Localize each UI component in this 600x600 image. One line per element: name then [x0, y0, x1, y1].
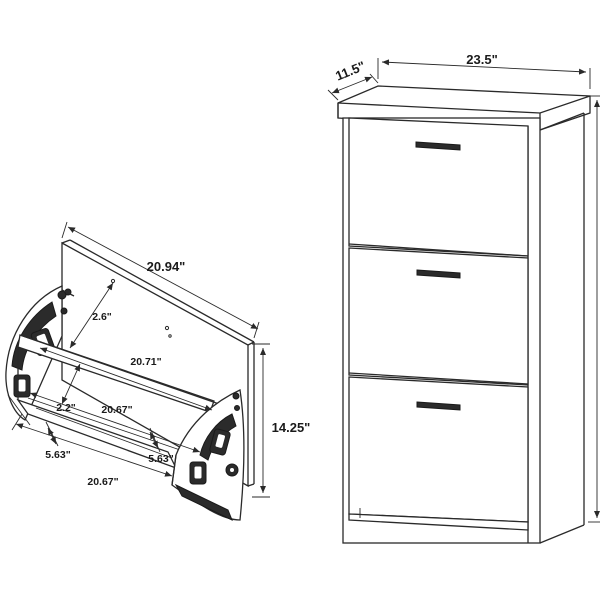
- dim-back-width-label: 20.94": [147, 259, 186, 274]
- dim-width-line: [381, 59, 587, 75]
- drawer-handle-top: [415, 141, 461, 151]
- dim-height-label: 14.25": [272, 420, 311, 435]
- drawer-front-middle: [348, 247, 529, 386]
- dim-depth-label: 11.5": [333, 58, 367, 83]
- dim-inner-depth-top-line: [69, 282, 114, 349]
- cabinet-plinth: [348, 513, 529, 531]
- drawer-front-top: [348, 117, 529, 257]
- left-bracket: [5, 285, 75, 426]
- dim-side-right-label: 5.63": [148, 453, 173, 465]
- dim-inner-width-top-label: 20.71": [130, 356, 161, 368]
- dim-depth-line: [331, 76, 373, 94]
- dim-side-left-label: 5.63": [45, 449, 70, 461]
- cabinet: 23.5" 11.5": [327, 52, 600, 544]
- dim-bottom-width-line: [15, 423, 173, 477]
- dim-back-width-line: [67, 226, 259, 330]
- drawer-handle-middle: [416, 269, 461, 279]
- drawer-assembly: 20.94" 14.25" 2.6" 20.71" 2.2" 20.67" 5.…: [5, 221, 311, 522]
- drawer-handle-bottom: [416, 401, 461, 411]
- dim-inner-width-middle-label: 20.67": [101, 404, 132, 416]
- dim-bottom-width-label: 20.67": [87, 476, 118, 488]
- drawer-front-bottom: [348, 376, 529, 523]
- dim-width-label: 23.5": [466, 52, 497, 67]
- dim-inner-depth-top-label: 2.6": [92, 311, 112, 323]
- right-bracket: [171, 389, 245, 522]
